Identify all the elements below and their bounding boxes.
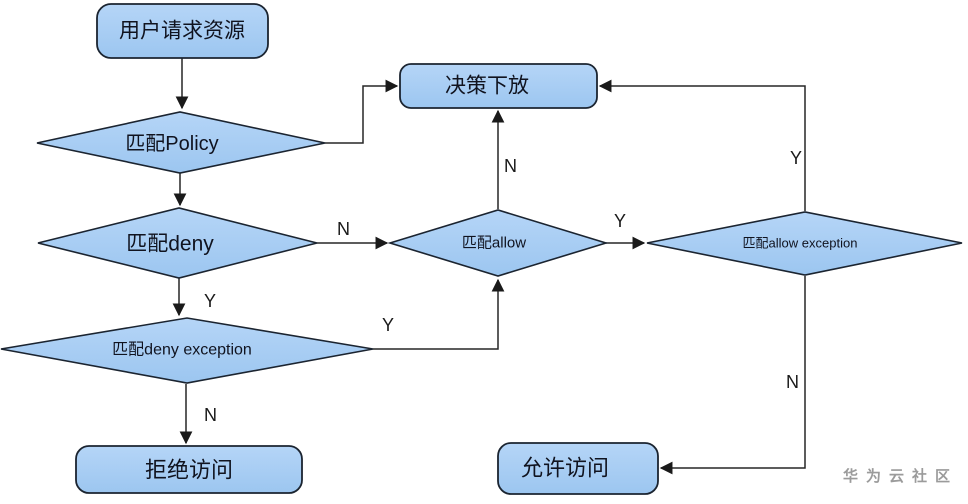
node-match-deny-exception: 匹配deny exception	[0, 317, 374, 384]
node-match-deny: 匹配deny	[37, 207, 318, 279]
edge-allow-exception-to-allow-access	[659, 276, 806, 475]
deny-access-label: 拒绝访问	[145, 458, 233, 483]
decision-delegate-label: 决策下放	[445, 75, 529, 98]
match-allow-exception-label: 匹配allow exception	[743, 236, 858, 251]
user-request-label: 用户请求资源	[119, 20, 245, 43]
match-policy-label: 匹配Policy	[125, 133, 218, 155]
edge-policy-to-decision-delegate	[325, 79, 399, 144]
allow-access-label: 允许访问	[521, 456, 609, 481]
edge-label-allow-n: N	[504, 156, 517, 176]
edge-allow-exception-to-decision-delegate	[598, 79, 806, 211]
node-match-allow-exception: 匹配allow exception	[646, 211, 963, 276]
match-policy-shape	[36, 111, 326, 174]
edge-label-deny-n: N	[337, 219, 350, 239]
edge-label-deny-exception-n: N	[204, 405, 217, 425]
match-deny-shape	[37, 207, 318, 279]
match-allow-label: 匹配allow	[462, 235, 526, 252]
match-allow-exception-shape	[646, 211, 963, 276]
match-deny-exception-label: 匹配deny exception	[112, 341, 252, 359]
node-match-policy: 匹配Policy	[36, 111, 326, 174]
deny-access-shape	[75, 445, 303, 494]
match-deny-exception-shape	[0, 317, 374, 384]
match-deny-label: 匹配deny	[126, 233, 214, 256]
edges	[172, 58, 806, 475]
decision-delegate-shape	[399, 63, 598, 109]
edge-label-deny-y: Y	[204, 291, 216, 311]
node-user-request: 用户请求资源	[96, 3, 269, 59]
edge-label-allow-exception-n: N	[786, 372, 799, 392]
edge-labels: N Y Y N N Y Y N	[204, 148, 802, 425]
node-decision-delegate: 决策下放	[399, 63, 598, 109]
nodes: 用户请求资源 匹配Policy 决策下放 匹配deny 匹配allow 匹配al	[0, 3, 963, 495]
node-deny-access: 拒绝访问	[75, 445, 303, 494]
node-match-allow: 匹配allow	[387, 209, 609, 277]
watermark-text: 华为云社区	[843, 467, 958, 485]
node-allow-access: 允许访问	[497, 442, 659, 495]
match-allow-shape	[387, 209, 609, 277]
edge-deny-exception-to-allow	[373, 278, 505, 350]
edge-label-allow-y: Y	[614, 211, 626, 231]
edge-label-allow-exception-y: Y	[790, 148, 802, 168]
allow-access-shape	[497, 442, 659, 495]
user-request-shape	[96, 3, 269, 59]
edge-label-deny-exception-y: Y	[382, 315, 394, 335]
